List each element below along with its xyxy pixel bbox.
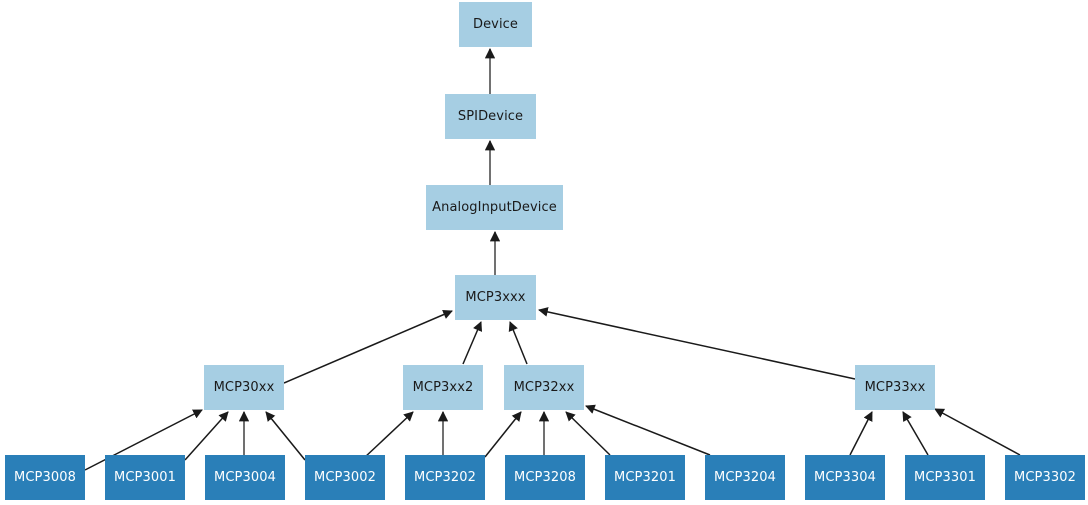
inheritance-edge-mcp3001-to-mcp30xx — [184, 411, 229, 461]
class-node-label: MCP32xx — [513, 380, 575, 395]
class-node-mcp3xxx[interactable]: MCP3xxx — [455, 275, 536, 320]
class-node-label: MCP3008 — [14, 470, 76, 485]
class-node-mcp3004[interactable]: MCP3004 — [205, 455, 285, 500]
inheritance-edge-mcp3304-to-mcp33xx — [849, 411, 873, 456]
class-node-mcp3002[interactable]: MCP3002 — [305, 455, 385, 500]
inheritance-edge-mcp33xx-to-mcp3xxx — [538, 307, 856, 380]
class-node-label: MCP3004 — [214, 470, 276, 485]
class-node-mcp3208[interactable]: MCP3208 — [505, 455, 585, 500]
class-node-analoginputdevice[interactable]: AnalogInputDevice — [426, 185, 563, 230]
class-node-label: MCP3xxx — [465, 290, 526, 305]
class-node-label: MCP3201 — [614, 470, 676, 485]
class-node-mcp30xx[interactable]: MCP30xx — [204, 365, 284, 410]
class-node-mcp3008[interactable]: MCP3008 — [5, 455, 85, 500]
inheritance-edge-mcp3xx2-to-mcp3xxx — [462, 321, 483, 365]
class-node-mcp3304[interactable]: MCP3304 — [805, 455, 885, 500]
inheritance-edge-mcp3302-to-mcp33xx — [934, 408, 1021, 456]
class-node-label: MCP3xx2 — [412, 380, 474, 395]
class-node-label: MCP33xx — [864, 380, 926, 395]
class-node-mcp33xx[interactable]: MCP33xx — [855, 365, 935, 410]
inheritance-edge-mcp3202-to-mcp32xx — [484, 411, 522, 458]
class-node-label: MCP3001 — [114, 470, 176, 485]
class-node-label: MCP3002 — [314, 470, 376, 485]
class-node-mcp3302[interactable]: MCP3302 — [1005, 455, 1085, 500]
class-node-label: MCP3204 — [714, 470, 776, 485]
class-node-mcp3xx2[interactable]: MCP3xx2 — [403, 365, 483, 410]
inheritance-edge-mcp3301-to-mcp33xx — [902, 411, 929, 456]
class-node-label: SPIDevice — [457, 109, 524, 124]
inheritance-edge-mcp3204-to-mcp32xx — [585, 404, 711, 456]
inheritance-edge-mcp32xx-to-mcp3xxx — [508, 321, 528, 365]
class-node-spidevice[interactable]: SPIDevice — [445, 94, 536, 139]
inheritance-edge-mcp3002-to-mcp3xx2 — [363, 411, 414, 459]
class-node-device[interactable]: Device — [459, 2, 532, 47]
class-node-label: MCP3208 — [514, 470, 576, 485]
class-node-label: MCP3301 — [914, 470, 976, 485]
class-node-label: MCP30xx — [213, 380, 275, 395]
class-node-mcp3001[interactable]: MCP3001 — [105, 455, 185, 500]
inheritance-edge-mcp3201-to-mcp32xx — [565, 411, 611, 456]
class-node-mcp3204[interactable]: MCP3204 — [705, 455, 785, 500]
inheritance-edge-mcp3002-to-mcp30xx — [265, 411, 306, 461]
class-node-mcp3201[interactable]: MCP3201 — [605, 455, 685, 500]
class-node-label: Device — [472, 17, 519, 32]
class-node-label: MCP3302 — [1014, 470, 1076, 485]
class-node-label: AnalogInputDevice — [432, 200, 557, 215]
class-node-label: MCP3304 — [814, 470, 876, 485]
class-node-mcp3202[interactable]: MCP3202 — [405, 455, 485, 500]
class-node-mcp32xx[interactable]: MCP32xx — [504, 365, 584, 410]
class-node-label: MCP3202 — [414, 470, 476, 485]
class-node-mcp3301[interactable]: MCP3301 — [905, 455, 985, 500]
